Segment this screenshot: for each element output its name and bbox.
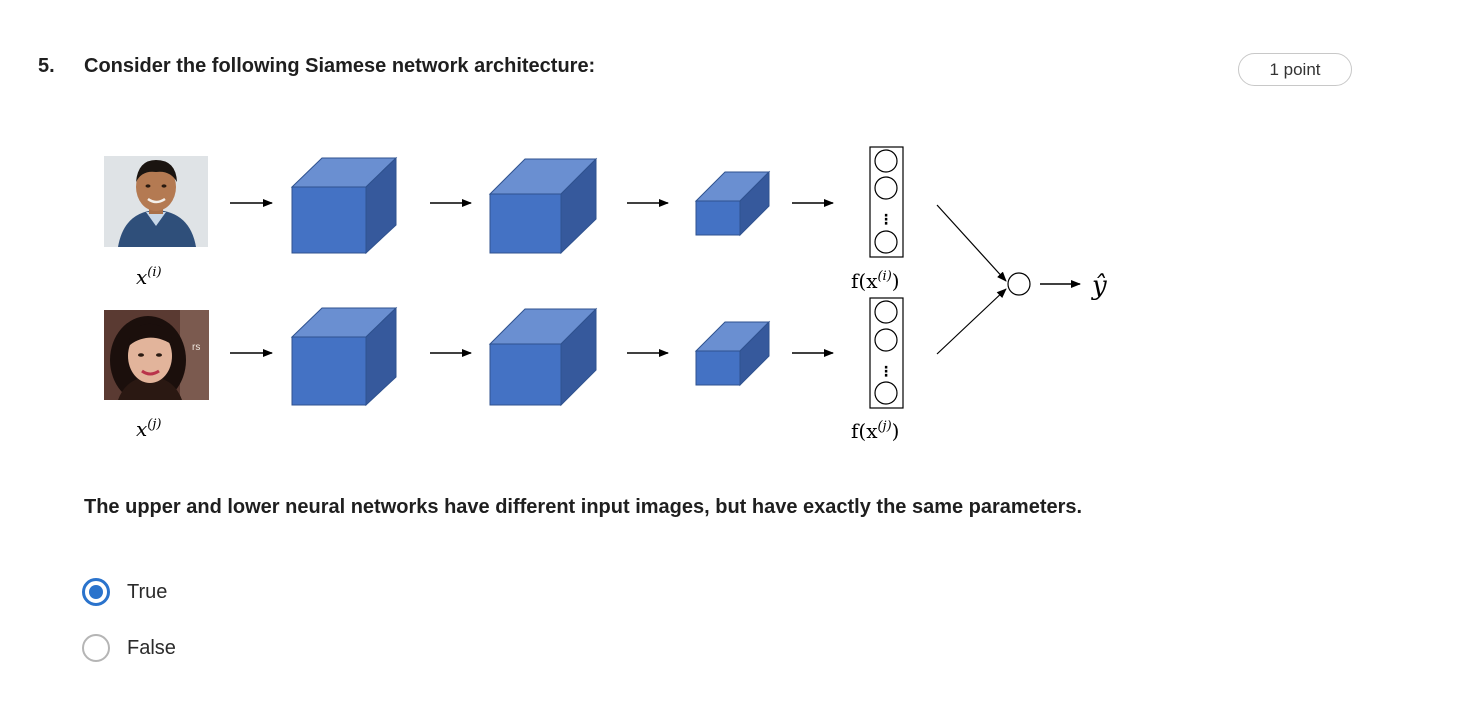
option-true-label: True — [127, 580, 168, 603]
radio-selected-icon[interactable] — [82, 578, 110, 606]
top-conv-layer-1 — [290, 156, 398, 255]
bottom-to-output-arrow-icon — [936, 288, 1007, 355]
bottom-conv-layer-2 — [488, 307, 598, 407]
option-false[interactable]: False — [82, 634, 176, 662]
top-input-photo — [104, 156, 208, 247]
top-encoding-label: f(x(i)) — [851, 269, 900, 293]
top-encoding-vector: ⋮ — [869, 146, 904, 258]
output-node — [1007, 272, 1031, 296]
bottom-conv-layer-3 — [694, 320, 771, 387]
photo-watermark-text: rs — [192, 342, 200, 353]
radio-unselected-icon[interactable] — [82, 634, 110, 662]
svg-text:⋮: ⋮ — [879, 212, 893, 228]
bottom-conv-layer-1 — [290, 306, 398, 407]
top-conv-layer-3 — [694, 170, 771, 237]
question-statement: The upper and lower neural networks have… — [84, 496, 1083, 518]
bottom-encoding-vector: ⋮ — [869, 297, 904, 409]
option-false-label: False — [127, 636, 176, 659]
option-true[interactable]: True — [82, 578, 167, 606]
top-to-output-arrow-icon — [936, 204, 1007, 282]
output-label: ŷ — [1091, 271, 1107, 301]
top-input-label: x(i) — [136, 265, 162, 289]
top-conv-layer-2 — [488, 157, 598, 255]
svg-text:⋮: ⋮ — [879, 364, 893, 380]
question-title: Consider the following Siamese network a… — [84, 55, 596, 77]
bottom-input-label: x(j) — [136, 417, 161, 441]
bottom-input-photo: rs — [104, 310, 209, 400]
question-number: 5. — [38, 55, 55, 77]
points-badge: 1 point — [1238, 53, 1352, 86]
bottom-encoding-label: f(x(j)) — [851, 419, 899, 443]
